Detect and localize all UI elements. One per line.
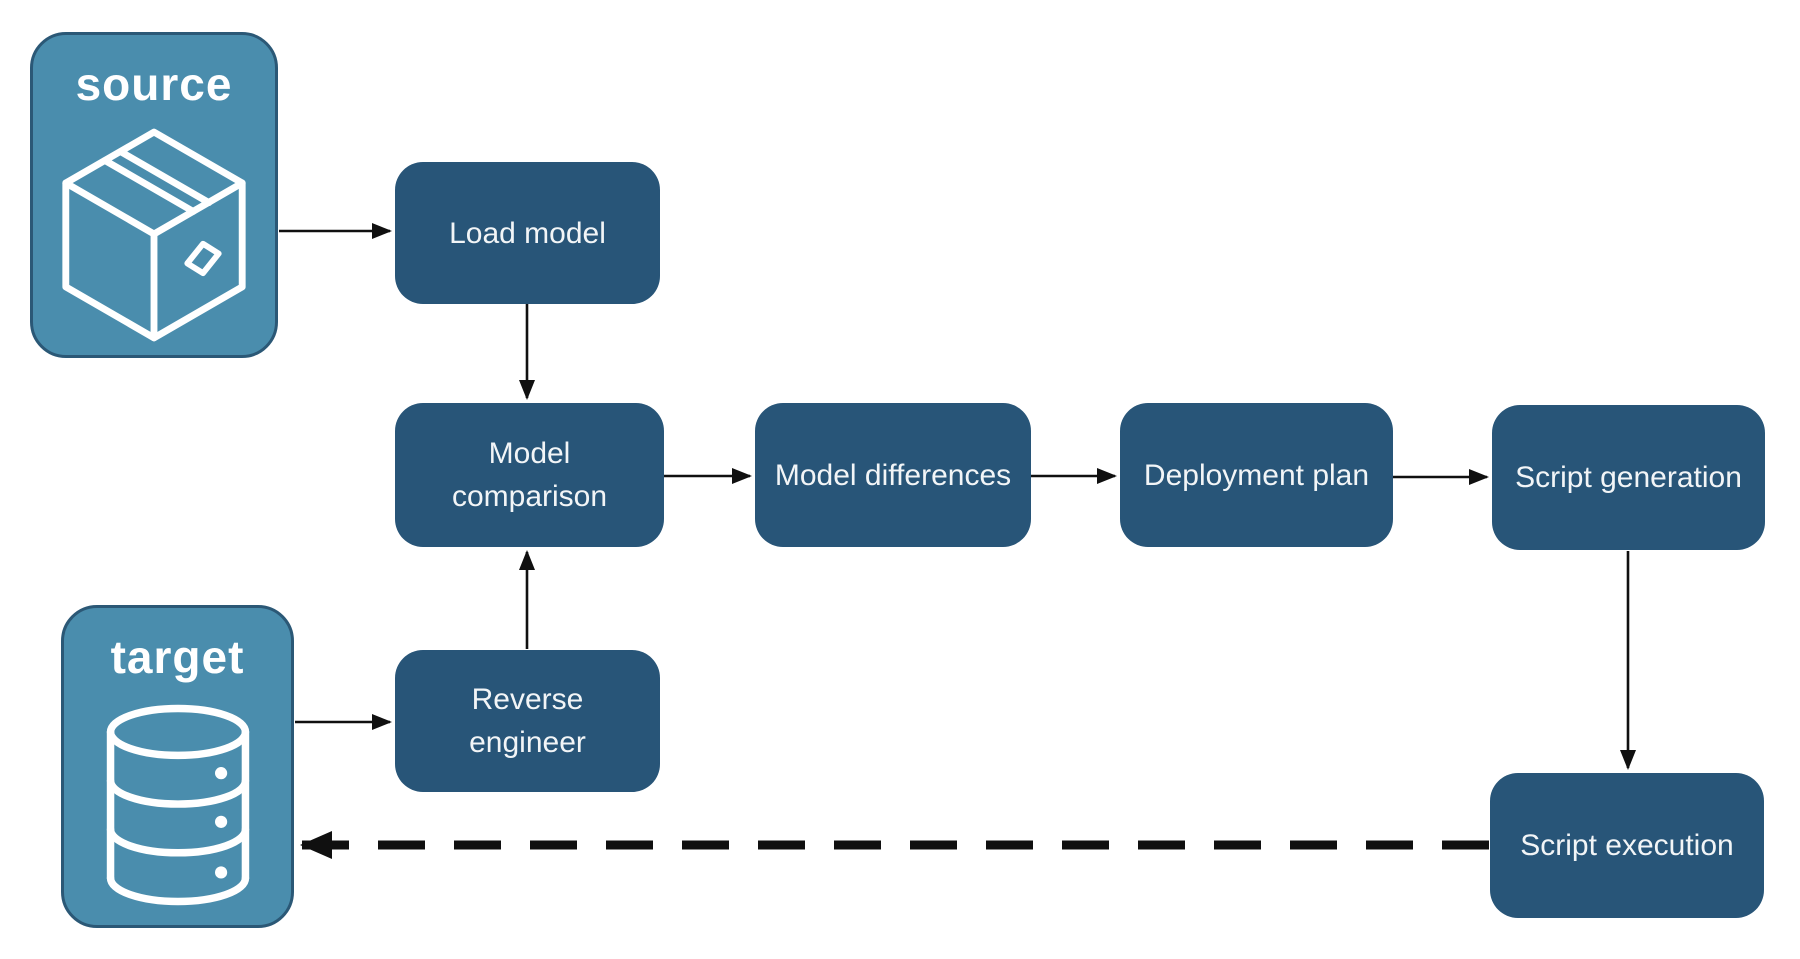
node-load-model-label: Load model <box>449 216 606 250</box>
package-icon <box>33 111 275 355</box>
store-target-label: target <box>110 631 245 683</box>
node-deployment-plan: Deployment plan <box>1120 403 1393 547</box>
node-model-comparison-label: Model comparison <box>451 437 608 513</box>
node-script-generation: Script generation <box>1492 405 1765 550</box>
node-model-differences-label: Model differences <box>774 458 1012 492</box>
node-script-generation-label: Script generation <box>1515 461 1742 494</box>
store-target: target <box>61 605 294 928</box>
node-deployment-plan-label: Deployment plan <box>1143 458 1370 492</box>
node-model-differences: Model differences <box>755 403 1031 547</box>
node-reverse-engineer: Reverse engineer <box>395 650 660 792</box>
node-script-execution: Script execution <box>1490 773 1764 918</box>
database-icon <box>64 684 291 925</box>
node-model-comparison: Model comparison <box>395 403 664 547</box>
store-source: source <box>30 32 278 358</box>
store-source-label: source <box>75 58 233 110</box>
node-script-execution-label: Script execution <box>1520 829 1734 862</box>
node-load-model: Load model <box>395 162 660 304</box>
node-reverse-engineer-label: Reverse engineer <box>469 683 586 759</box>
